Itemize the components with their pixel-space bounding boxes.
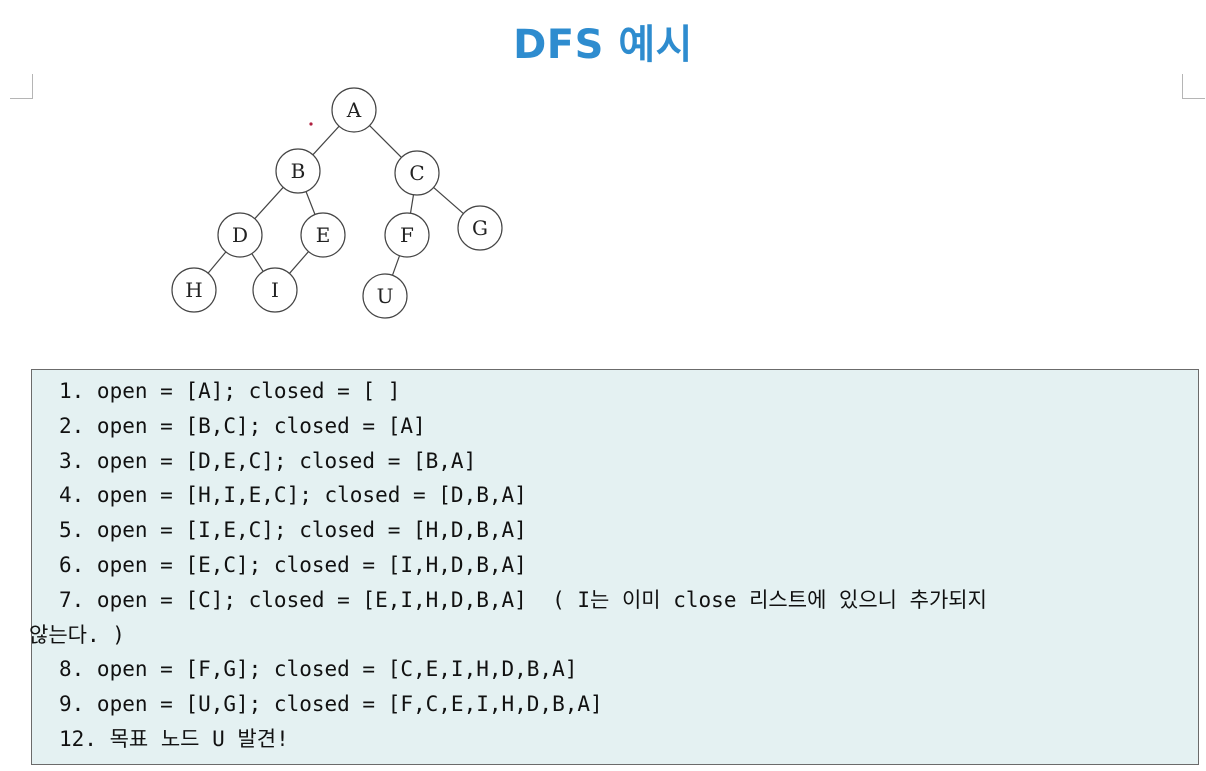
step-line: 7. open = [C]; closed = [E,I,H,D,B,A] ( … — [59, 587, 987, 612]
tree-edge-c-g — [433, 187, 464, 214]
step-line-result: 12. 목표 노드 U 발견! — [59, 726, 289, 751]
step-line: 8. open = [F,G]; closed = [C,E,I,H,D,B,A… — [59, 657, 578, 682]
tree-node-label: A — [346, 98, 362, 122]
tree-node-circle — [217, 212, 263, 258]
tree-node-a: A — [331, 87, 377, 133]
step-line: 1. open = [A]; closed = [ ] — [59, 379, 401, 403]
tree-node-i: I — [252, 267, 298, 313]
tree-node-f: F — [384, 212, 430, 258]
tree-node-e: E — [300, 212, 346, 258]
tree-node-label: D — [232, 223, 248, 247]
tree-node-circle — [275, 148, 321, 194]
tree-node-label: U — [377, 284, 394, 308]
tree-edge-b-e — [305, 191, 316, 215]
tree-node-c: C — [394, 150, 440, 196]
tree-node-circle — [300, 212, 346, 258]
dfs-steps-list: 1. open = [A]; closed = [ ] 2. open = [B… — [29, 374, 987, 757]
tree-node-label: C — [409, 161, 424, 185]
tree-node-h: H — [171, 267, 217, 313]
tree-nodes: A B C D E F G H I U — [171, 87, 503, 319]
tree-node-u: U — [362, 273, 408, 319]
tree-node-circle — [384, 212, 430, 258]
tree-node-circle — [394, 150, 440, 196]
tree-node-label: G — [472, 216, 488, 240]
dfs-tree-diagram: A B C D E F G H I U — [171, 87, 503, 319]
step-line: 9. open = [U,G]; closed = [F,C,E,I,H,D,B… — [59, 692, 603, 717]
tree-node-circle — [252, 267, 298, 313]
tree-node-label: F — [400, 223, 414, 247]
tree-edge-d-h — [207, 251, 227, 274]
tree-edge-a-b — [312, 125, 340, 156]
tree-node-d: D — [217, 212, 263, 258]
tree-edge-c-f — [409, 194, 415, 214]
page-corner-mark-right — [1182, 74, 1205, 99]
tree-node-circle — [171, 267, 217, 313]
tree-node-label: B — [291, 159, 306, 183]
step-line-continued: 않는다. ) — [29, 622, 125, 647]
page-corner-mark-left — [10, 74, 33, 99]
tree-edges — [207, 125, 464, 276]
page-title: DFS 예시 — [513, 22, 693, 68]
step-line: 6. open = [E,C]; closed = [I,H,D,B,A] — [59, 552, 527, 577]
tree-node-label: E — [316, 223, 331, 247]
tree-node-circle — [457, 205, 503, 251]
step-line: 3. open = [D,E,C]; closed = [B,A] — [59, 448, 477, 473]
tree-edge-a-c — [369, 125, 402, 158]
tree-edge-b-d — [254, 186, 284, 220]
tree-edge-f-u — [391, 255, 401, 276]
step-line: 2. open = [B,C]; closed = [A] — [59, 413, 426, 438]
tree-node-circle — [331, 87, 377, 133]
step-line: 4. open = [H,I,E,C]; closed = [D,B,A] — [59, 483, 527, 508]
step-line: 5. open = [I,E,C]; closed = [H,D,B,A] — [59, 518, 527, 543]
tree-node-b: B — [275, 148, 321, 194]
tree-node-g: G — [457, 205, 503, 251]
stray-dot — [309, 122, 313, 126]
dfs-steps-box: 1. open = [A]; closed = [ ] 2. open = [B… — [29, 369, 1199, 765]
tree-edge-d-i — [251, 253, 264, 272]
tree-node-circle — [362, 273, 408, 319]
tree-node-label: I — [271, 278, 279, 302]
tree-node-label: H — [185, 278, 202, 302]
tree-edge-e-i — [289, 251, 309, 274]
